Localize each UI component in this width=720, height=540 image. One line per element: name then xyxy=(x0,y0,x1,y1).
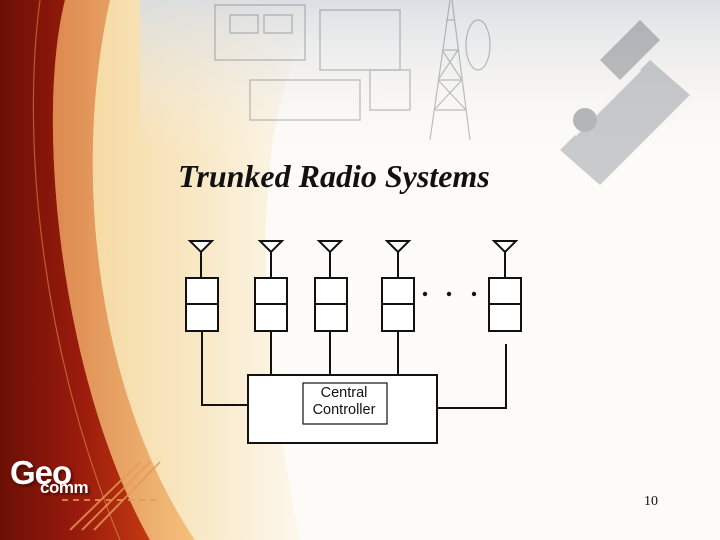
controller-label-box xyxy=(302,382,388,425)
logo-text-secondary: comm xyxy=(40,478,89,497)
repeater-unit xyxy=(381,277,415,332)
repeater-unit xyxy=(185,277,219,332)
equipment-rack-image xyxy=(214,4,411,121)
ellipsis-dots xyxy=(422,291,477,297)
antenna-icon xyxy=(491,240,519,278)
trunked-radio-diagram xyxy=(185,240,522,444)
repeater-unit xyxy=(254,277,288,332)
geocomm-logo: Geo comm xyxy=(10,454,140,514)
antenna-icon xyxy=(257,240,285,278)
repeater-unit xyxy=(488,277,522,332)
antenna-icon xyxy=(316,240,344,278)
controller-label-line2: Controller xyxy=(312,402,376,418)
central-controller-label: Central Controller xyxy=(302,385,386,419)
photo-collage xyxy=(140,0,720,150)
antenna-icon xyxy=(384,240,412,278)
left-red-band xyxy=(0,0,150,540)
logo-text-primary: Geo xyxy=(10,454,72,491)
satellite-image xyxy=(560,20,690,185)
connection-lines xyxy=(201,331,507,409)
antenna-icon xyxy=(187,240,215,278)
repeater-unit xyxy=(314,277,348,332)
slide-title: Trunked Radio Systems xyxy=(178,158,490,194)
left-orange-band xyxy=(52,0,195,540)
logo-stripes xyxy=(62,461,161,531)
page-number: 10 xyxy=(644,494,658,509)
radio-tower-image xyxy=(429,0,491,141)
controller-label-line1: Central xyxy=(320,385,368,401)
